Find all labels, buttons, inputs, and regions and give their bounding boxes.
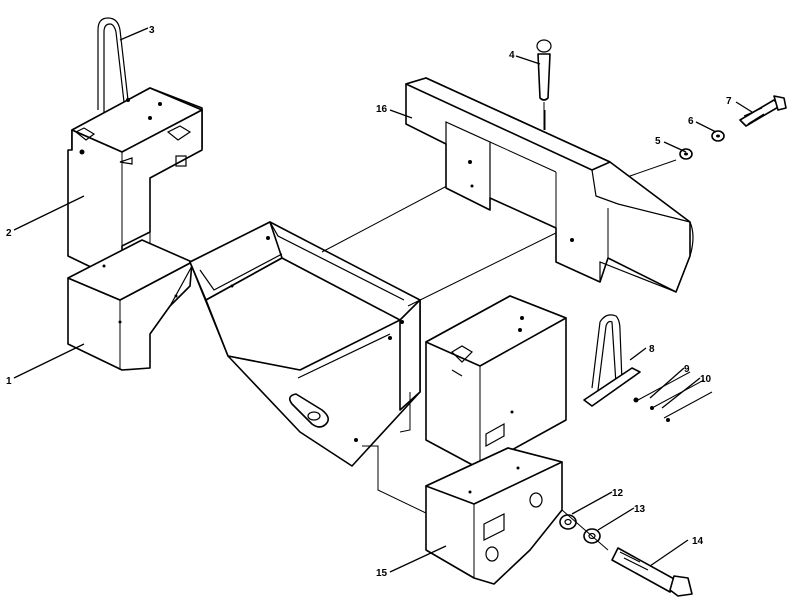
part-3-handle: [97, 17, 129, 112]
callout-10: 10: [700, 374, 712, 385]
part-8-handle: [583, 314, 641, 407]
callout-9: 9: [684, 364, 690, 375]
callout-5: 5: [655, 136, 661, 147]
assembly-lines: [321, 110, 677, 515]
callout-8: 8: [649, 344, 655, 355]
part-15-lower-block: [425, 447, 563, 585]
callout-14: 14: [692, 536, 704, 547]
part-4-pin: [536, 39, 552, 130]
callout-7: 7: [726, 96, 732, 107]
part-16-cross-bar: [405, 77, 694, 293]
callout-labels: 1 2 3 4 16 5 6 7 8 9 10 12 13 14 15: [6, 25, 732, 579]
callout-6: 6: [688, 116, 694, 127]
right-weight: [425, 295, 567, 485]
part-5-washer: [679, 148, 693, 160]
part-2-upper-weight: [67, 87, 203, 283]
center-bracket: [189, 221, 421, 467]
callout-12: 12: [612, 488, 624, 499]
callout-16: 16: [376, 104, 388, 115]
part-14-bolt: [611, 547, 693, 597]
bolt-axis-line: [561, 509, 609, 551]
callout-13: 13: [634, 504, 646, 515]
callout-1: 1: [6, 376, 12, 387]
part-7-bolt: [739, 95, 787, 127]
part-6-washer: [711, 130, 725, 142]
part-12-washer: [559, 514, 577, 530]
callout-15: 15: [376, 568, 388, 579]
leader-lines: [13, 27, 753, 573]
callout-4: 4: [509, 50, 515, 61]
part-1-lower-block: [67, 239, 193, 371]
callout-3: 3: [149, 25, 155, 36]
callout-2: 2: [6, 228, 12, 239]
